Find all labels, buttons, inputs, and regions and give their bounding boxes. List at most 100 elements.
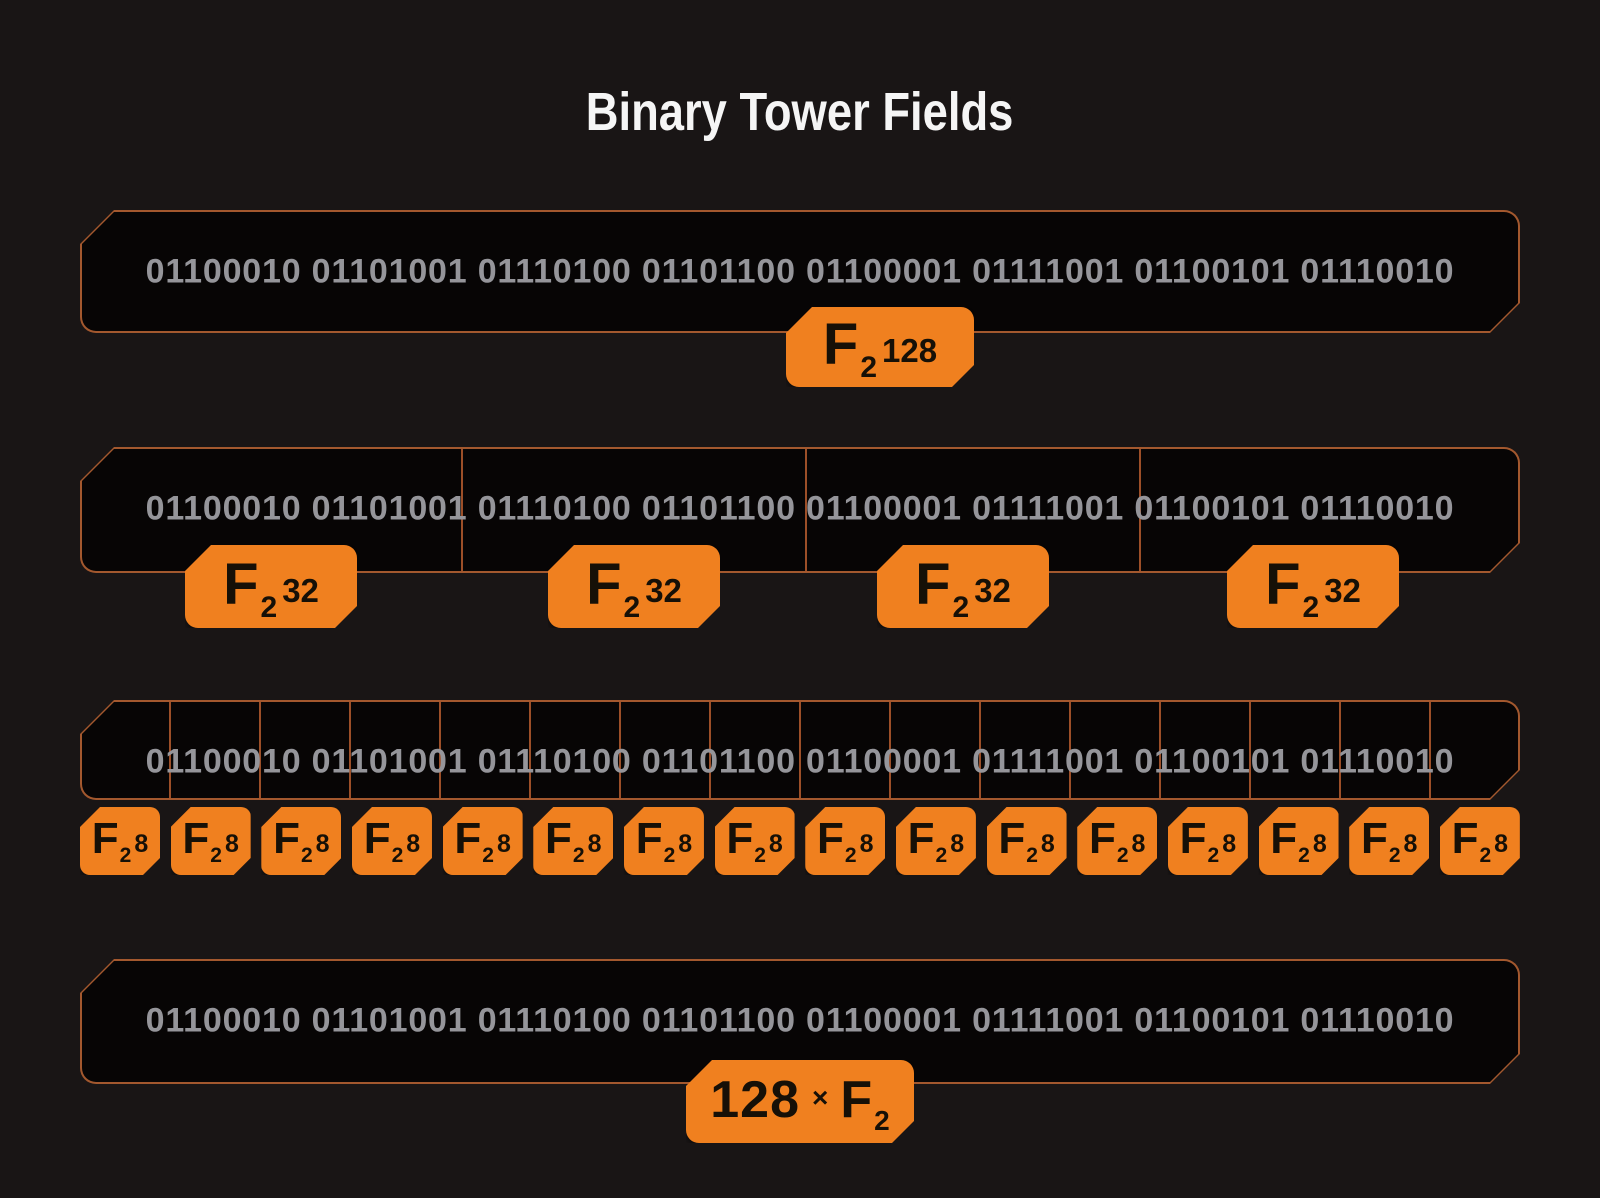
field-subscript: 2 xyxy=(482,844,494,867)
field-subscript: 2 xyxy=(300,844,313,867)
field-exponent: 32 xyxy=(282,571,319,609)
cell-divider xyxy=(439,702,441,798)
cell-divider xyxy=(461,449,463,571)
field-exponent: 32 xyxy=(645,571,682,609)
field-label: F 2 32 xyxy=(223,556,319,614)
field-exponent: 128 xyxy=(882,332,938,369)
field-subscript: 2 xyxy=(663,844,676,867)
field-symbol: F xyxy=(726,814,754,863)
field-exponent: 8 xyxy=(1403,830,1418,858)
field-symbol: F xyxy=(182,814,210,863)
cell-divider xyxy=(1139,449,1141,571)
field-symbol: F xyxy=(454,814,482,863)
badge-128-f2: 128 × F 2 xyxy=(686,1060,914,1143)
field-subscript: 2 xyxy=(1298,844,1310,867)
field-exponent: 32 xyxy=(974,571,1011,609)
badge-f2-32: F 2 32 xyxy=(877,545,1049,628)
field-subscript: 2 xyxy=(754,844,766,867)
field-symbol: F xyxy=(1088,814,1116,863)
cell-divider xyxy=(169,702,171,798)
cell-divider xyxy=(1159,702,1161,798)
field-exponent: 8 xyxy=(859,830,874,858)
field-symbol: F xyxy=(1451,814,1479,863)
times-icon: × xyxy=(812,1081,829,1113)
field-exponent: 8 xyxy=(1222,830,1237,858)
field-symbol: F xyxy=(1265,551,1301,617)
field-subscript: 2 xyxy=(572,844,585,867)
field-exponent: 8 xyxy=(1312,830,1327,858)
field-symbol: F xyxy=(998,814,1026,863)
binary-string: 01100010 01101001 01110100 01101100 0110… xyxy=(145,742,1455,781)
field-subscript: 2 xyxy=(623,590,641,624)
field-exponent: 8 xyxy=(496,830,511,858)
field-exponent: 8 xyxy=(224,830,239,858)
badge-f2-32: F 2 32 xyxy=(1227,545,1399,628)
field-symbol: F xyxy=(635,814,663,863)
field-row-128: 01100010 01101001 01110100 01101100 0110… xyxy=(80,210,1520,333)
cell-divider xyxy=(979,702,981,798)
badge-f2-32: F 2 32 xyxy=(548,545,720,628)
field-exponent: 8 xyxy=(950,830,965,858)
badge-f2-128: F 2 128 xyxy=(786,307,974,387)
binary-string: 01100010 01101001 01110100 01101100 0110… xyxy=(145,489,1455,528)
field-subscript: 2 xyxy=(1026,844,1038,867)
field-symbol: F xyxy=(223,551,259,617)
cell-divider xyxy=(1249,702,1251,798)
field-subscript: 2 xyxy=(260,590,278,624)
field-subscript: 2 xyxy=(1116,844,1129,867)
field-box xyxy=(80,210,1520,333)
cell-divider xyxy=(349,702,351,798)
field-label: F 2 128 xyxy=(823,316,937,374)
cell-divider xyxy=(619,702,621,798)
binary-string: 01100010 01101001 01110100 01101100 0110… xyxy=(145,252,1455,291)
field-row-1: 01100010 01101001 01110100 01101100 0110… xyxy=(80,959,1520,1084)
field-symbol: F xyxy=(840,1070,873,1129)
multiplier-count: 128 xyxy=(710,1070,801,1129)
field-exponent: 8 xyxy=(768,830,783,858)
field-symbol: F xyxy=(1360,814,1388,863)
field-exponent: 8 xyxy=(315,830,330,858)
field-symbol: F xyxy=(273,814,300,863)
field-subscript: 2 xyxy=(119,844,132,867)
field-subscript: 2 xyxy=(935,844,948,867)
field-row-8: 01100010 01101001 01110100 01101100 0110… xyxy=(80,700,1520,800)
field-symbol: F xyxy=(915,551,951,617)
field-label: 128 × F 2 xyxy=(710,1074,889,1126)
field-subscript: 2 xyxy=(952,590,970,624)
cell-divider xyxy=(799,702,801,798)
field-symbol: F xyxy=(363,814,391,863)
field-symbol: F xyxy=(545,814,572,863)
field-exponent: 8 xyxy=(587,830,602,858)
field-symbol: F xyxy=(91,814,119,863)
field-subscript: 2 xyxy=(844,844,857,867)
field-subscript: 2 xyxy=(1207,844,1220,867)
field-exponent: 8 xyxy=(134,830,149,858)
cell-divider xyxy=(1339,702,1341,798)
field-symbol: F xyxy=(1270,814,1298,863)
